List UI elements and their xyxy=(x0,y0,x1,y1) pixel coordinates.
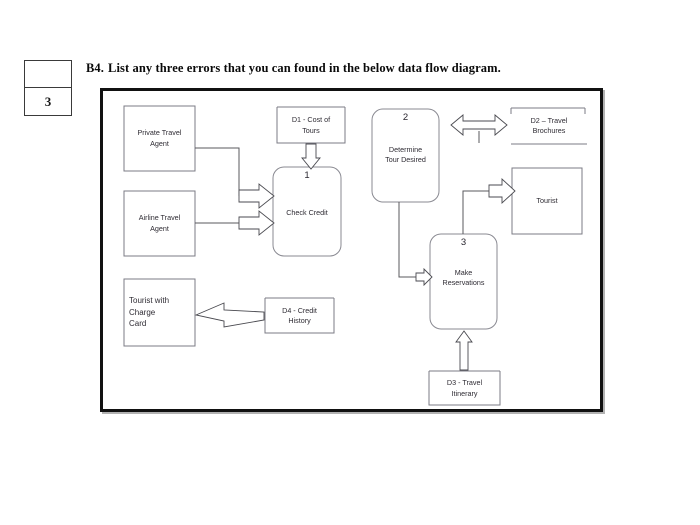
arrow-d3-to-make-reservations xyxy=(455,330,473,371)
process-make-reservations xyxy=(429,233,498,330)
marks-box-score-cell: 3 xyxy=(44,93,52,109)
process-number-1: 1 xyxy=(304,170,310,181)
arrow-d4-to-tourist-with-charge-card xyxy=(194,302,265,328)
data-store-d4 xyxy=(264,297,335,334)
question-text: List any three errors that you can found… xyxy=(108,61,501,75)
arrow-d1-to-check-credit xyxy=(301,143,321,170)
data-store-d2 xyxy=(510,107,587,145)
process-number-3: 3 xyxy=(460,237,467,248)
arrow-make-reservations-to-tourist xyxy=(488,177,516,205)
external-entity-airline-travel-agent xyxy=(123,190,196,257)
flow-line-p3-to-tourist xyxy=(462,190,489,234)
data-store-d1 xyxy=(276,106,346,144)
data-store-d3 xyxy=(428,370,501,406)
flow-line-p2-to-p3 xyxy=(398,202,421,278)
process-determine-tour-desired xyxy=(371,108,440,203)
process-check-credit xyxy=(272,166,342,257)
external-entity-tourist-with-charge-card xyxy=(123,278,196,347)
data-flow-diagram-frame: Private Travel Agent Airline Travel Agen… xyxy=(100,88,603,412)
external-entity-private-travel-agent xyxy=(123,105,196,172)
arrow-private-agent-to-check-credit xyxy=(238,183,275,209)
flow-line-private-agent xyxy=(195,147,240,196)
diagram-canvas xyxy=(123,105,587,406)
marks-box: 3 xyxy=(24,60,72,116)
marks-box-top-cell xyxy=(25,61,71,88)
question-heading: B4.List any three errors that you can fo… xyxy=(86,61,586,76)
external-entity-tourist xyxy=(511,167,583,235)
arrow-p2-to-make-reservations xyxy=(415,267,433,287)
process-number-2: 2 xyxy=(402,112,409,123)
question-number: B4. xyxy=(86,61,105,75)
arrow-airline-agent-to-check-credit xyxy=(238,210,275,236)
arrow-determine-tour-d2-bidirectional xyxy=(450,114,508,136)
